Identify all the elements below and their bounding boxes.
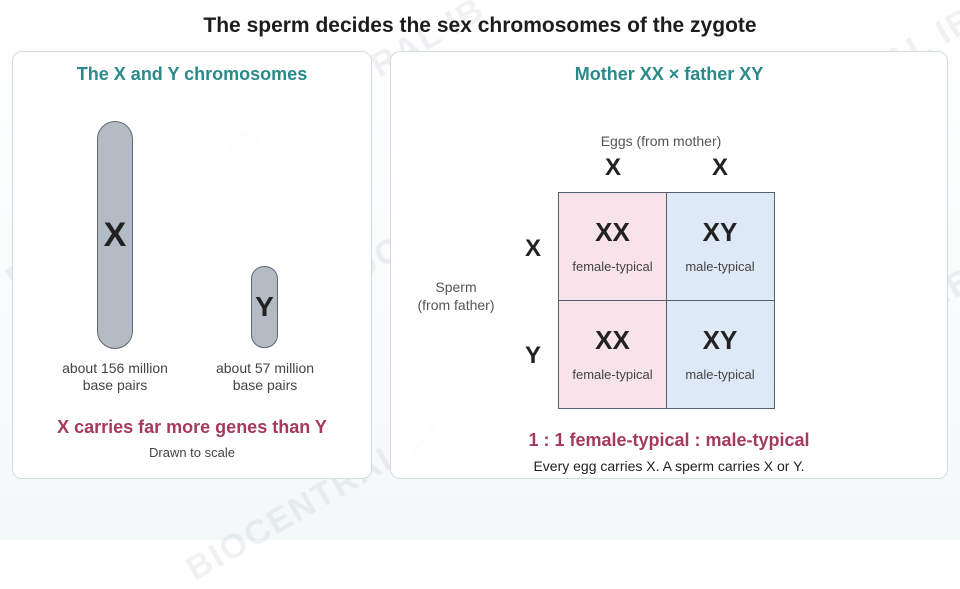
cell-phenotype: male-typical bbox=[685, 366, 755, 382]
x-size-line2: base pairs bbox=[82, 377, 148, 393]
punnett-cell-xy-2: XY male-typical bbox=[665, 299, 775, 409]
y-chromosome: Y bbox=[251, 266, 278, 348]
scale-note: Drawn to scale bbox=[149, 445, 235, 460]
y-size-label: about 57 million base pairs bbox=[195, 360, 335, 394]
gene-content-conclusion: X carries far more genes than Y bbox=[57, 417, 327, 437]
chromosome-panel: The X and Y chromosomes X Y about 156 mi… bbox=[12, 51, 372, 479]
eggs-caption: Eggs (from mother) bbox=[600, 133, 722, 149]
x-size-label: about 156 million base pairs bbox=[45, 360, 185, 394]
punnett-panel-title: Mother XX × father XY bbox=[574, 64, 764, 84]
cell-genotype: XY bbox=[702, 324, 738, 355]
sex-ratio: 1 : 1 female-typical : male-typical bbox=[528, 430, 810, 450]
cell-phenotype: male-typical bbox=[685, 259, 755, 274]
egg-allele-2: X bbox=[711, 154, 728, 181]
cell-genotype: XX bbox=[595, 324, 630, 355]
sperm-allele-1: X bbox=[524, 235, 541, 262]
punnett-cell-xx-1: XX female-typical bbox=[558, 192, 667, 301]
y-size-line2: base pairs bbox=[232, 377, 298, 393]
punnett-cell-xx-2: XX female-typical bbox=[558, 299, 667, 409]
cell-phenotype: female-typical bbox=[572, 366, 653, 382]
cell-phenotype: female-typical bbox=[572, 259, 653, 274]
y-chromosome-label: Y bbox=[255, 291, 274, 322]
sperm-caption-line1: Sperm bbox=[435, 279, 477, 295]
y-size-line1: about 57 million bbox=[215, 360, 315, 376]
page-title: The sperm decides the sex chromosomes of… bbox=[203, 14, 757, 37]
x-chromosome-label: X bbox=[103, 215, 127, 254]
punnett-cell-xy-1: XY male-typical bbox=[665, 192, 775, 301]
sperm-caption: Sperm (from father) bbox=[401, 278, 511, 314]
x-chromosome: X bbox=[97, 121, 133, 349]
sperm-caption-line2: (from father) bbox=[417, 297, 495, 313]
inheritance-explanation: Every egg carries X. A sperm carries X o… bbox=[533, 458, 805, 474]
x-size-line1: about 156 million bbox=[62, 360, 168, 376]
sperm-allele-2: Y bbox=[524, 342, 541, 369]
egg-allele-1: X bbox=[604, 154, 621, 181]
cell-genotype: XX bbox=[595, 217, 630, 247]
chromosome-panel-title: The X and Y chromosomes bbox=[76, 64, 308, 84]
cell-genotype: XY bbox=[702, 217, 738, 247]
punnett-panel: Mother XX × father XY Eggs (from mother)… bbox=[390, 51, 948, 479]
